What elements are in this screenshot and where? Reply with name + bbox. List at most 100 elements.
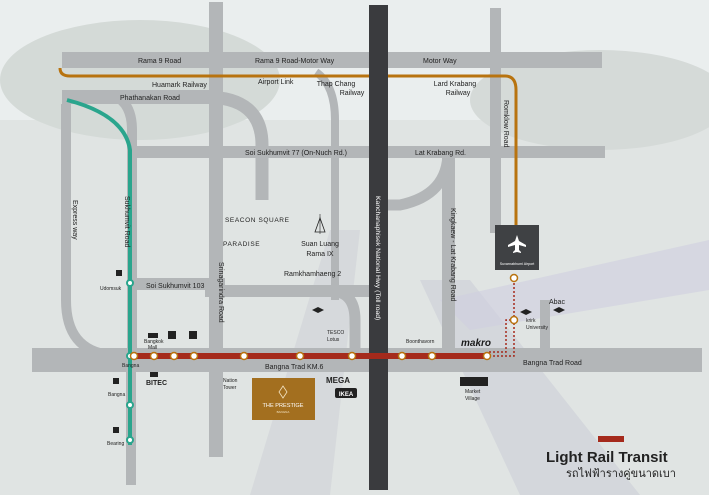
krirk-icon [520, 309, 532, 315]
kanchanaphisek-toll-road [369, 5, 388, 490]
landmark-icon [168, 331, 176, 339]
the-prestige-emblem [278, 385, 288, 399]
seacon-square-label: SEACON SQUARE [225, 217, 290, 224]
srinagarindra-road [209, 2, 223, 457]
soi-sukhumvit103-road [135, 278, 225, 290]
bangna-trad-road [32, 348, 702, 372]
suan-luang-icon [314, 214, 326, 234]
ramkhamhaeng2-label: Ramkhamhaeng 2 [284, 271, 341, 278]
nation-tower-label-2: Tower [223, 385, 237, 391]
the-prestige-sub-label: BANGNA [277, 410, 290, 414]
phathanakan-label: Phathanakan Road [120, 95, 180, 102]
airport-label: Suvarnabhumi Airport [500, 262, 535, 266]
krirk-road [540, 300, 550, 355]
background-trees [470, 50, 709, 150]
legend-subtitle: รถไฟฟ้ารางคู่ขนาดเบา [566, 467, 676, 480]
expressway [70, 90, 137, 355]
rama9-road-label: Rama 9 Road [138, 58, 181, 65]
lrt-station[interactable] [482, 351, 492, 361]
kanchanaphisek-label: Kanchanaphisek National Hwy (Toll road) [374, 196, 381, 320]
bts-station-bearing-1[interactable] [126, 401, 134, 409]
bangna-junction-label: Bangna [122, 363, 139, 369]
kingkaew-label: Kingkaew - Lat Krabang Road [449, 208, 456, 301]
background-track [440, 240, 709, 330]
lrt-station[interactable] [295, 351, 305, 361]
srinagarindra-label: Srinagarindra Road [217, 262, 224, 323]
lard-krabang-label-1: Lard Krabang [434, 81, 477, 88]
thap-chang-label-2: Railway [340, 90, 365, 97]
the-prestige-label: THE PRESTIGE [262, 403, 303, 409]
legend-title: Light Rail Transit [546, 449, 668, 466]
lrt-station[interactable] [189, 351, 199, 361]
romklow-label: Romklow Road [502, 100, 509, 148]
lrt-station[interactable] [239, 351, 249, 361]
ikea-logo [335, 388, 357, 398]
bearing-label: Bearing [107, 441, 124, 447]
tesco-lotus-label-2: Lotus [327, 337, 340, 343]
legend-swatch [598, 436, 624, 442]
background-trees [0, 20, 280, 140]
lard-krabang-label-2: Railway [446, 90, 471, 97]
lrt-station-krirk[interactable] [509, 315, 519, 325]
the-prestige-logo[interactable] [252, 378, 315, 420]
bts-station-udomsuk[interactable] [126, 279, 134, 287]
ikea-label: IKEA [339, 392, 354, 398]
lrt-station[interactable] [397, 351, 407, 361]
lrt-extension-dotted [489, 278, 515, 357]
airport-link-railway [58, 67, 518, 230]
bangkok-mall-label-1: Bangkok [144, 339, 164, 345]
paradise-park-label: PARADISE [223, 241, 260, 248]
lrt-station[interactable] [149, 351, 159, 361]
expressway-label: Express way [71, 200, 78, 240]
abac-label: Abac [549, 299, 565, 306]
mega-label: MEGA [326, 376, 350, 385]
lrt-station-airport[interactable] [509, 273, 519, 283]
lrt-station[interactable] [347, 351, 357, 361]
bitec-icon [150, 372, 158, 377]
krirk-label-1: krirk [526, 318, 536, 324]
boonthavorn-label: Boonthavorn [406, 339, 435, 345]
motorway-label: Motor Way [423, 58, 457, 65]
bangna-station-icon [113, 378, 119, 384]
kingkaew-curve [380, 151, 454, 211]
suan-luang-label-2: Rama IX [306, 251, 334, 258]
nation-tower-label-1: Nation [223, 378, 238, 384]
bearing-station-icon [113, 427, 119, 433]
tesco-lotus-label-1: TESCO [327, 330, 344, 336]
udomsuk-label: Udomsuk [100, 286, 122, 292]
thap-chang-label-1: Thap Chang [317, 81, 356, 88]
market-village-label-1: Market [465, 389, 481, 395]
sukhumvit-label: Sukhumvit Road [123, 196, 130, 247]
bitec-label: BITEC [146, 380, 167, 387]
airport-link-label: Airport Link [258, 79, 294, 86]
udomsuk-icon [116, 270, 122, 276]
soi-sukhumvit103-label: Soi Sukhumvit 103 [146, 283, 204, 290]
lrt-stations [129, 273, 519, 361]
market-village-logo [460, 377, 488, 386]
lrt-station[interactable] [169, 351, 179, 361]
bts-station-bearing-2[interactable] [126, 436, 134, 444]
rama9-road [62, 52, 602, 68]
bangna-trad-km6-label: Bangna Trad KM.6 [265, 364, 323, 371]
lrt-line [133, 353, 489, 359]
bts-green-line [66, 98, 132, 445]
ramkhamhaeng-icon [312, 307, 324, 313]
rama9-motorway-label: Rama 9 Road-Motor Way [255, 58, 335, 65]
market-village-label-2: Village [465, 396, 480, 402]
soi-sukhumvit77-label: Soi Sukhumvit 77 (On-Nuch Rd.) [245, 150, 347, 157]
bangkok-mall-label-2: Mall [148, 345, 157, 351]
suan-luang-label-1: Suan Luang [301, 241, 339, 248]
bangkok-mall-icon [148, 333, 158, 338]
makro-label: makro [461, 338, 491, 349]
roads [32, 2, 702, 485]
lrt-station[interactable] [129, 351, 139, 361]
kingkaew-road [442, 150, 455, 350]
bangna-station-label: Bangna [108, 392, 125, 398]
lrt-station[interactable] [427, 351, 437, 361]
huamark-railway-label: Huamark Railway [152, 82, 207, 89]
landmark-icon [189, 331, 197, 339]
ramkhamhaeng2-road [205, 285, 380, 297]
abac-icon [553, 307, 565, 313]
bangna-trad-label: Bangna Trad Road [523, 360, 582, 367]
